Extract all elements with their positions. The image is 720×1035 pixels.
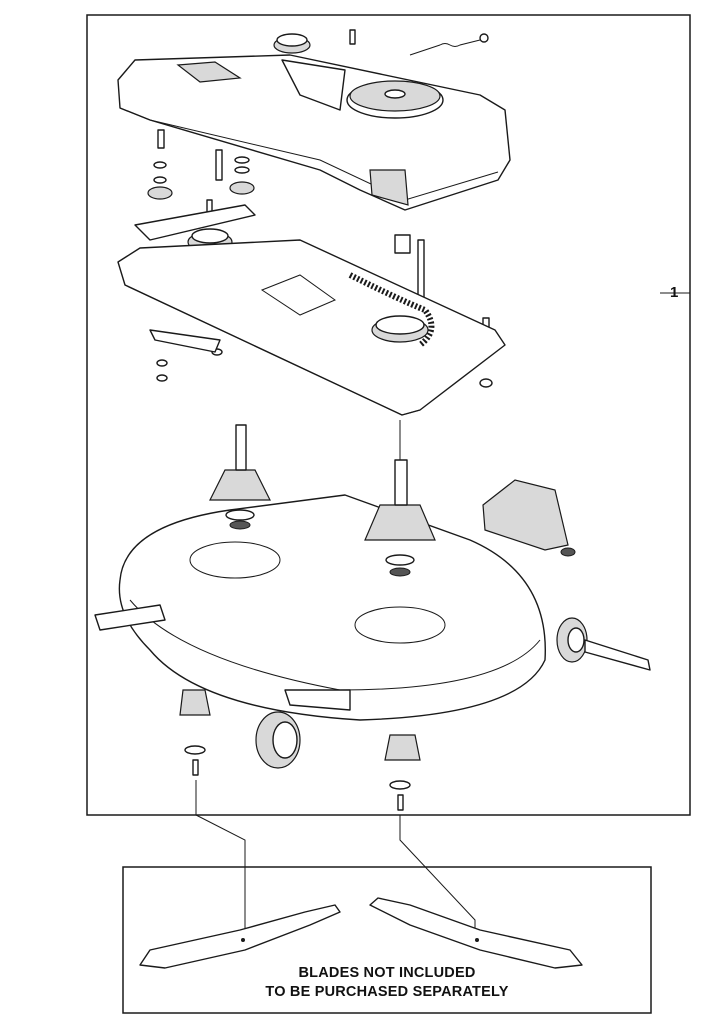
drive-belt	[348, 272, 435, 348]
spindle-center	[364, 459, 436, 577]
blade-right	[369, 897, 583, 969]
spindle-left	[209, 424, 271, 530]
drive-plate	[117, 239, 506, 416]
plate-bracket	[149, 329, 221, 353]
wheel-left	[255, 711, 301, 769]
wheel-right	[556, 617, 588, 663]
spring-cable	[409, 33, 489, 56]
hardware-fasteners	[153, 29, 493, 541]
pulley-small	[273, 33, 311, 54]
wheel-axle-bolt	[584, 639, 651, 671]
leader-blade-left	[195, 780, 246, 940]
idler-bracket	[281, 59, 346, 111]
callout-label-1: 1	[670, 284, 679, 301]
belt-pulley	[371, 315, 429, 343]
blade-left	[139, 904, 341, 969]
blades-box	[122, 866, 652, 1014]
spacer	[394, 234, 411, 254]
note-line-2: TO BE PURCHASED SEPARATELY	[265, 984, 509, 1000]
tension-arm	[134, 204, 256, 241]
note-line-1: BLADES NOT INCLUDED	[298, 965, 476, 981]
mower-deck	[118, 494, 546, 721]
pulley-large	[346, 80, 444, 119]
assembly-frame	[86, 14, 691, 816]
discharge-chute	[482, 479, 576, 557]
lower-blade-adapters	[179, 689, 421, 811]
front-arm	[94, 604, 166, 631]
rear-arm	[284, 689, 351, 711]
